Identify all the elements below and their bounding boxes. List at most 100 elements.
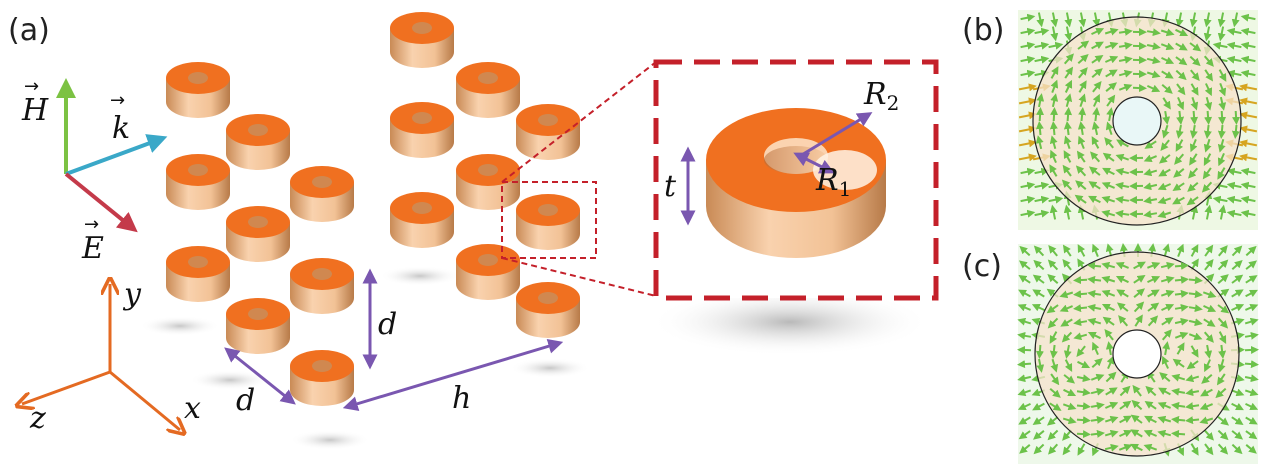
field-arrow <box>1064 93 1073 108</box>
zoom-shadow <box>650 288 930 356</box>
field-arrow <box>1202 167 1212 180</box>
field-arrow <box>1162 243 1171 258</box>
field-arrow <box>1217 274 1229 285</box>
field-arrow <box>1217 416 1230 426</box>
field-arrow <box>1133 288 1145 298</box>
field-arrow <box>1091 121 1100 136</box>
field-arrow <box>1073 318 1088 327</box>
field-arrow <box>1190 244 1199 257</box>
field-arrow <box>1146 56 1161 65</box>
field-arrow <box>1017 303 1031 312</box>
field-arrow <box>1118 27 1133 36</box>
field-arrow <box>1074 194 1087 204</box>
field-arrow <box>1106 355 1115 369</box>
field-arrow <box>1115 167 1130 176</box>
field-arrow <box>1161 329 1172 341</box>
field-arrow <box>1064 12 1073 28</box>
field-arrow <box>1199 402 1213 411</box>
field-arrow <box>1018 274 1031 284</box>
field-arrow <box>1075 180 1087 190</box>
field-arrow <box>1048 41 1064 50</box>
field-arrow <box>1101 289 1116 298</box>
k-wavevector-arrow <box>65 134 168 176</box>
field-arrow <box>1244 331 1259 340</box>
field-arrow <box>1050 26 1059 42</box>
dielectric-ring <box>226 114 290 170</box>
field-arrow <box>1217 138 1226 153</box>
field-arrow <box>1092 80 1102 93</box>
field-arrow <box>1240 181 1256 190</box>
field-arrow <box>1231 260 1243 271</box>
field-arrow <box>1033 430 1045 440</box>
field-arrow <box>1073 332 1088 341</box>
field-arrow <box>1018 83 1037 92</box>
field-arrow <box>1101 209 1116 218</box>
field-arrow <box>1076 388 1091 397</box>
field-arrow <box>1077 121 1086 136</box>
field-arrow <box>1240 27 1256 36</box>
field-arrow <box>1218 245 1228 257</box>
field-arrow <box>1101 181 1115 190</box>
field-arrow <box>1231 124 1240 139</box>
field-arrow <box>1158 168 1171 177</box>
h-spacing-label: h <box>452 381 471 416</box>
ring-hole <box>412 22 432 34</box>
ring-hole <box>412 112 432 124</box>
field-arrow <box>1132 384 1142 397</box>
field-arrow <box>1161 355 1170 369</box>
field-arrow <box>1020 13 1036 22</box>
field-arrow <box>1231 274 1244 284</box>
field-arrow <box>1091 341 1100 355</box>
field-arrow <box>1064 79 1073 93</box>
zoomed-ring <box>706 108 886 258</box>
z-axis-arrow <box>22 370 111 404</box>
ring-hole <box>538 114 558 126</box>
field-arrow <box>1063 374 1076 384</box>
ring-shadow <box>140 316 220 336</box>
field-arrow <box>1203 26 1212 42</box>
field-arrow <box>1119 429 1133 438</box>
field-arrow <box>1217 153 1226 167</box>
field-arrow <box>1063 344 1072 359</box>
field-arrow <box>1161 83 1173 94</box>
field-arrow <box>1185 402 1200 411</box>
field-arrow <box>1115 153 1130 162</box>
field-arrow <box>1189 139 1198 153</box>
field-arrow <box>1147 289 1160 298</box>
ring-hole <box>538 292 558 304</box>
field-arrow <box>1172 196 1185 205</box>
coordinate-axes: y z x <box>22 277 201 436</box>
field-arrow <box>1062 258 1072 271</box>
field-arrow <box>1239 139 1258 148</box>
field-arrow <box>1217 358 1226 373</box>
field-arrow <box>1175 56 1188 66</box>
field-arrow <box>1050 66 1059 79</box>
field-arrow <box>1190 96 1199 111</box>
field-arrow <box>1063 204 1072 220</box>
field-arrow <box>1212 41 1228 50</box>
field-arrow <box>1019 245 1031 257</box>
field-arrow <box>1048 245 1058 257</box>
field-arrow <box>1226 55 1242 64</box>
ring-shadow <box>290 430 370 450</box>
field-map-c <box>1017 243 1259 464</box>
field-arrow <box>1244 374 1259 383</box>
field-arrow <box>1130 443 1143 452</box>
dielectric-ring <box>166 246 230 302</box>
field-arrow <box>1034 69 1050 78</box>
field-arrow <box>1034 167 1050 176</box>
field-arrow <box>1174 317 1189 326</box>
field-arrow <box>1203 12 1212 28</box>
field-arrow <box>1063 135 1072 150</box>
field-arrow <box>1171 415 1186 424</box>
field-arrow <box>1245 416 1258 425</box>
r2-arrow <box>799 112 873 158</box>
field-arrow <box>1090 429 1105 438</box>
dielectric-ring <box>166 62 230 118</box>
field-arrow <box>1032 274 1045 284</box>
field-arrow <box>1218 96 1227 111</box>
field-arrow <box>1073 290 1088 299</box>
panel-label-a: (a) <box>8 13 50 48</box>
field-arrow <box>1035 121 1044 136</box>
field-arrow <box>1217 259 1229 271</box>
